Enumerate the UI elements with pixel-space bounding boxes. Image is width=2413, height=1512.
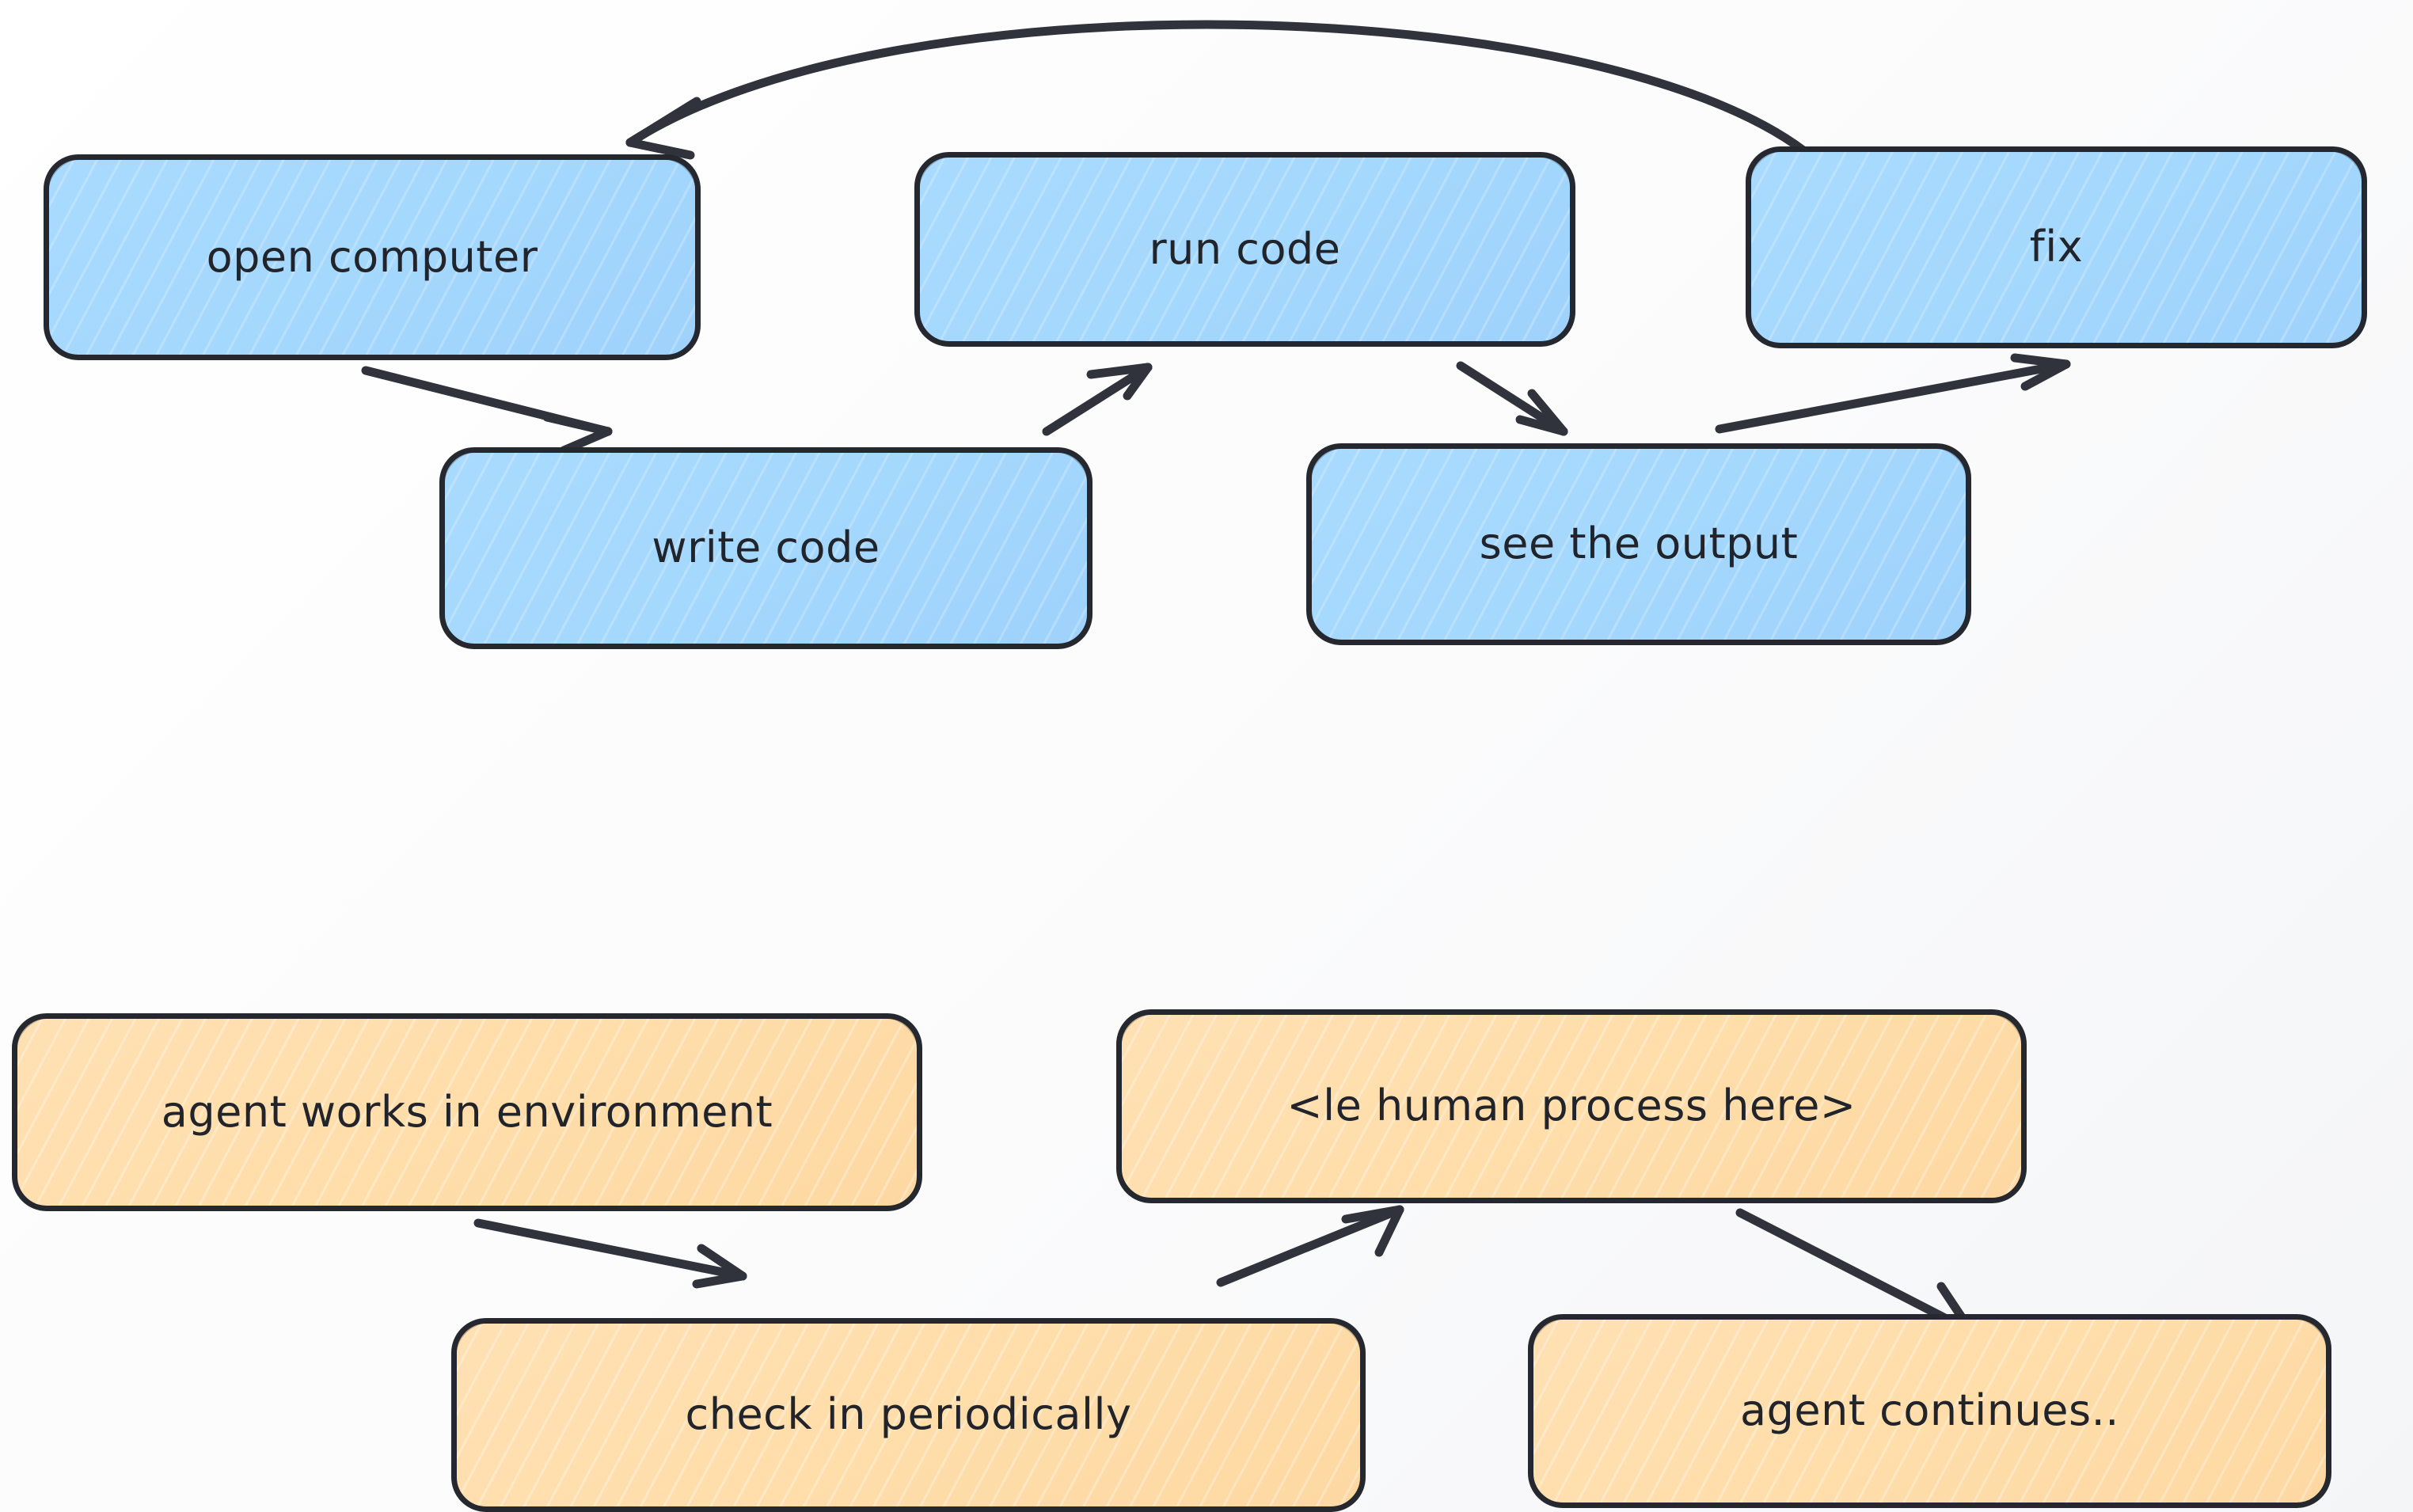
node-open-computer[interactable]: open computer [44, 154, 701, 360]
node-agent-continues[interactable]: agent continues.. [1528, 1314, 2331, 1508]
node-label-agent-works-in-environment: agent works in environment [161, 1086, 773, 1137]
node-label-open-computer: open computer [206, 231, 538, 282]
node-check-in-periodically[interactable]: check in periodically [451, 1318, 1366, 1512]
node-agent-works-in-environment[interactable]: agent works in environment [12, 1013, 922, 1211]
node-fix[interactable]: fix [1746, 146, 2367, 348]
node-write-code[interactable]: write code [439, 447, 1092, 649]
edge-see-the-output-to-fix [1715, 353, 2071, 434]
edge-open-computer-to-write-code [361, 366, 613, 455]
edge-fix-to-open-computer [625, 20, 1808, 160]
node-label-run-code: run code [1149, 223, 1341, 274]
node-label-fix: fix [2029, 222, 2084, 272]
edge-check-in-periodically-to-human-process [1216, 1205, 1404, 1287]
node-label-agent-continues: agent continues.. [1740, 1385, 2119, 1436]
node-label-le-human-process-here: <le human process here> [1286, 1081, 1856, 1131]
node-label-write-code: write code [652, 522, 880, 573]
node-see-the-output[interactable]: see the output [1306, 443, 1971, 645]
node-run-code[interactable]: run code [914, 152, 1575, 347]
edge-write-code-to-run-code [1042, 363, 1153, 436]
node-le-human-process-here[interactable]: <le human process here> [1116, 1009, 2027, 1203]
edge-run-code-to-see-the-output [1456, 361, 1568, 436]
node-label-check-in-periodically: check in periodically [685, 1389, 1132, 1440]
node-label-see-the-output: see the output [1479, 519, 1799, 569]
edge-agent-works-to-check-in-periodically [473, 1218, 747, 1289]
